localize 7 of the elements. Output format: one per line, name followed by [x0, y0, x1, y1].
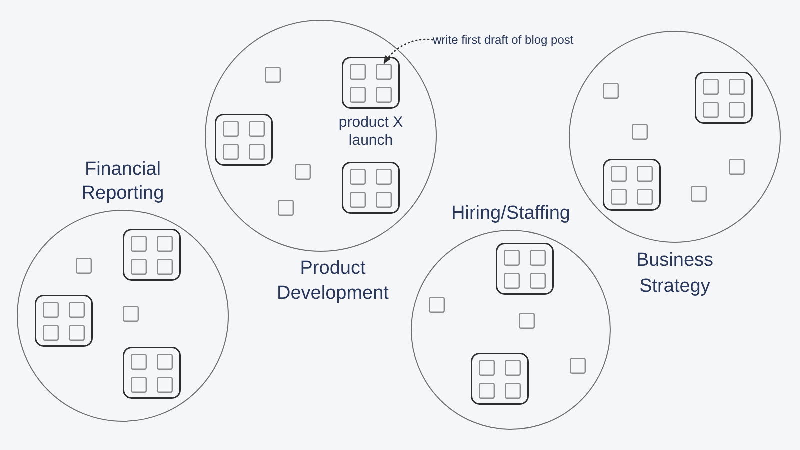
area-label: Financial Reporting	[80, 158, 166, 206]
annotation-text: write first draft of blog post	[433, 32, 575, 48]
area-label: Product Development	[276, 257, 390, 306]
area-label: Business Strategy	[635, 249, 715, 299]
area-label: Hiring/Staffing	[450, 202, 572, 226]
project-label: product X launch	[338, 114, 404, 150]
leader-line	[383, 38, 434, 65]
